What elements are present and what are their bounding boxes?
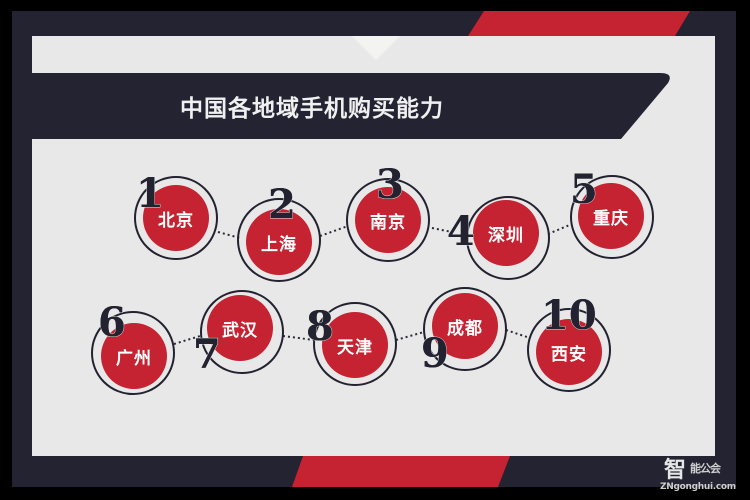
city-rank-8: 天津 xyxy=(313,302,397,386)
rank-number: 8 xyxy=(306,303,335,350)
city-name: 广州 xyxy=(116,348,152,369)
rank-number: 4 xyxy=(447,208,476,255)
city-disc: 西安 xyxy=(536,319,602,385)
city-name: 深圳 xyxy=(488,225,524,246)
ring xyxy=(527,308,611,392)
city-rank-1: 北京 xyxy=(134,176,218,260)
city-rank-3: 南京 xyxy=(346,178,430,262)
city-name: 北京 xyxy=(158,210,194,231)
ring xyxy=(466,196,550,280)
city-rank-7: 武汉 xyxy=(200,290,284,374)
ring xyxy=(423,287,507,371)
city-rank-2: 上海 xyxy=(237,198,321,282)
city-name: 武汉 xyxy=(222,320,258,341)
city-name: 南京 xyxy=(370,212,406,233)
city-disc: 重庆 xyxy=(578,183,644,249)
ring xyxy=(313,302,397,386)
title-banner xyxy=(12,73,670,139)
city-rank-10: 西安 xyxy=(527,308,611,392)
ring xyxy=(134,176,218,260)
ring xyxy=(200,290,284,374)
logo-text: 能公会 xyxy=(690,462,721,475)
city-name: 上海 xyxy=(261,234,297,255)
city-rank-5: 重庆 xyxy=(570,175,654,259)
rank-number: 3 xyxy=(376,161,405,208)
city-disc: 上海 xyxy=(246,209,312,275)
watermark-logo: 智 能公会 ZNgonghui.com xyxy=(660,452,742,494)
logo-url: ZNgonghui.com xyxy=(660,482,736,492)
page-title: 中国各地域手机购买能力 xyxy=(180,96,444,122)
ring xyxy=(570,175,654,259)
city-disc: 成都 xyxy=(432,293,498,359)
top-notch-triangle xyxy=(352,36,400,60)
city-disc: 广州 xyxy=(101,323,167,389)
city-disc: 深圳 xyxy=(473,200,539,266)
city-rank-6: 广州 xyxy=(91,311,175,395)
city-disc: 南京 xyxy=(355,187,421,253)
city-rank-4: 深圳 xyxy=(466,196,550,280)
city-disc: 北京 xyxy=(143,185,209,251)
rank-number: 10 xyxy=(541,292,598,339)
ring xyxy=(237,198,321,282)
city-name: 天津 xyxy=(337,337,373,358)
logo-mark: 智 xyxy=(664,458,687,483)
ring xyxy=(91,311,175,395)
rank-number: 9 xyxy=(421,330,450,377)
ring xyxy=(346,178,430,262)
city-name: 成都 xyxy=(447,318,483,339)
city-rank-9: 成都 xyxy=(423,287,507,371)
rank-number: 7 xyxy=(193,331,222,378)
rank-number: 5 xyxy=(570,166,599,213)
rank-number: 2 xyxy=(268,181,297,228)
rank-number: 1 xyxy=(136,170,165,217)
city-disc: 天津 xyxy=(322,312,388,378)
rank-number: 6 xyxy=(98,299,127,346)
city-name: 西安 xyxy=(551,344,587,365)
city-disc: 武汉 xyxy=(207,295,273,361)
city-name: 重庆 xyxy=(593,208,629,229)
